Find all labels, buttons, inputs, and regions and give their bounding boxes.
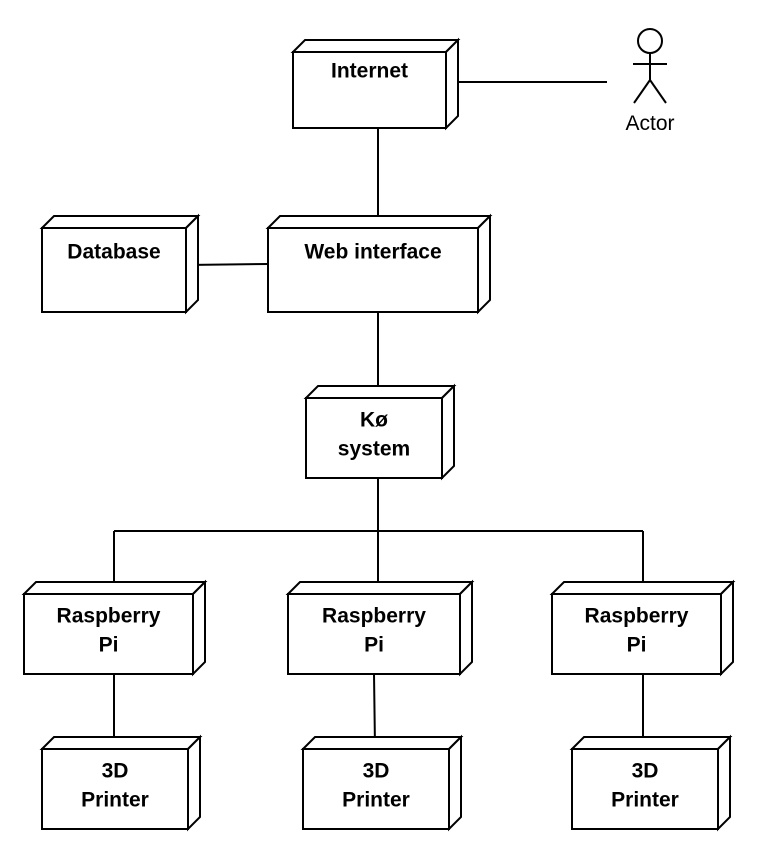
node-printer-1: 3D Printer (39, 734, 203, 832)
node-database: Database (39, 213, 201, 315)
node-printer-2-side-face (448, 734, 462, 832)
node-raspberry-pi-1-label: Raspberry (57, 605, 161, 628)
node-web-interface-front-face (267, 227, 479, 313)
node-printer-1-front-face (41, 748, 189, 830)
actor-head-icon (637, 28, 663, 54)
node-raspberry-pi-1-side-face (192, 579, 206, 677)
node-queue-system-top-face (303, 385, 457, 399)
node-raspberry-pi-1-top-face (21, 581, 208, 595)
node-printer-2-top-face (300, 736, 464, 750)
node-web-interface: Web interface (265, 213, 493, 315)
node-printer-2-label: 3D (363, 760, 390, 783)
node-printer-1-label: Printer (81, 789, 149, 812)
node-database-front-face (41, 227, 187, 313)
node-queue-system: Kø system (303, 383, 457, 481)
actor-leg-right (649, 79, 667, 104)
edge-database-web-interface (185, 263, 269, 266)
edge-pi-2-printer-2 (373, 673, 376, 748)
node-raspberry-pi-3-side-face (720, 579, 734, 677)
actor: Actor (625, 28, 675, 135)
node-internet-label: Internet (331, 60, 408, 83)
node-printer-1-top-face (39, 736, 203, 750)
node-database-side-face (185, 213, 199, 315)
actor-label: Actor (625, 112, 674, 135)
node-web-interface-side-face (477, 213, 491, 315)
node-raspberry-pi-1-front-face (23, 593, 194, 675)
node-raspberry-pi-2-front-face (287, 593, 461, 675)
node-printer-3-side-face (717, 734, 731, 832)
node-raspberry-pi-2-side-face (459, 579, 473, 677)
node-internet-front-face (292, 51, 447, 129)
node-printer-3-label: Printer (611, 789, 679, 812)
node-queue-system-label: Kø (360, 409, 388, 432)
node-web-interface-label: Web interface (304, 241, 441, 264)
node-printer-3-top-face (569, 736, 733, 750)
node-raspberry-pi-2-top-face (285, 581, 475, 595)
actor-leg-left (633, 79, 651, 104)
node-raspberry-pi-3-label: Raspberry (585, 605, 689, 628)
node-printer-1-label: 3D (102, 760, 129, 783)
node-queue-system-side-face (441, 383, 455, 481)
node-internet-side-face (445, 37, 459, 131)
node-raspberry-pi-3-top-face (549, 581, 736, 595)
node-printer-2-label: Printer (342, 789, 410, 812)
node-web-interface-top-face (265, 215, 493, 229)
node-queue-system-front-face (305, 397, 443, 479)
node-printer-3-label: 3D (632, 760, 659, 783)
node-internet: Internet (290, 37, 461, 131)
node-internet-top-face (290, 39, 461, 53)
node-raspberry-pi-3-front-face (551, 593, 722, 675)
node-printer-2: 3D Printer (300, 734, 464, 832)
node-raspberry-pi-3-label: Pi (627, 634, 647, 657)
node-database-label: Database (67, 241, 160, 264)
connections (113, 81, 644, 748)
node-printer-3: 3D Printer (569, 734, 733, 832)
node-database-top-face (39, 215, 201, 229)
node-raspberry-pi-1-label: Pi (99, 634, 119, 657)
node-raspberry-pi-2-label: Raspberry (322, 605, 426, 628)
node-printer-2-front-face (302, 748, 450, 830)
node-queue-system-label: system (338, 438, 410, 461)
node-raspberry-pi-2-label: Pi (364, 634, 384, 657)
node-printer-3-front-face (571, 748, 719, 830)
node-printer-1-side-face (187, 734, 201, 832)
